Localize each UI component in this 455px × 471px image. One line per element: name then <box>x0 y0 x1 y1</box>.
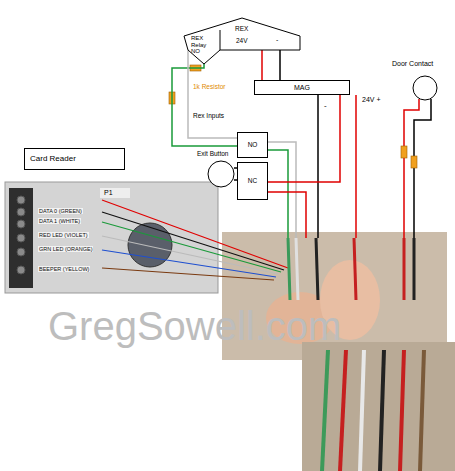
voltage-label: 24V + <box>362 96 381 104</box>
wiring <box>234 95 431 238</box>
watermark: GregSowell.com <box>48 304 341 348</box>
pin-label: DATA 1 (WHITE) <box>38 218 81 224</box>
card-reader-box: Card Reader <box>24 148 125 170</box>
pin-label: RED LED (VIOLET) <box>38 232 89 238</box>
nc-terminal: NC <box>237 162 268 200</box>
contact-circle <box>413 76 437 100</box>
polarity-label: - <box>324 102 327 111</box>
wire <box>188 50 237 138</box>
wire <box>172 64 237 146</box>
rex-outline <box>184 18 300 64</box>
node-text: NO <box>248 141 258 148</box>
node-text: Card Reader <box>30 155 76 164</box>
node-text: 24V <box>236 37 248 44</box>
wire <box>279 50 281 80</box>
rex-relay: REX REX Relay NO 24V - <box>184 18 302 66</box>
p1-sticker <box>100 188 130 198</box>
door-contact: Door Contact <box>388 58 440 102</box>
pin-label: BEEPER (YELLOW) <box>38 266 90 272</box>
divider <box>220 30 221 50</box>
resistor-symbol <box>169 65 417 168</box>
wire <box>268 95 340 182</box>
terminal-strip <box>9 188 33 288</box>
node-text: MAG <box>294 84 310 92</box>
pin-label: GRN LED (ORANGE) <box>38 246 93 252</box>
no-terminal: NO <box>237 132 268 158</box>
node-text: REX <box>235 25 248 32</box>
wire-bundle <box>322 350 424 471</box>
node-text: Door Contact <box>392 60 433 68</box>
node-text: Exit Button <box>197 150 228 157</box>
node-text: NC <box>248 177 257 184</box>
exit-button: Exit Button <box>196 150 240 188</box>
mag-lock: MAG <box>254 80 350 95</box>
wire-detail-photo <box>302 342 455 471</box>
terminal-screws <box>17 196 25 274</box>
button-circle <box>208 161 234 187</box>
note-label: Rex Inputs <box>193 112 224 119</box>
reader-wires <box>102 200 288 280</box>
wire <box>261 50 263 80</box>
connector-label: P1 <box>104 189 113 197</box>
resistor-label: 1k Resistor <box>193 83 226 90</box>
pin-label: DATA 0 (GREEN) <box>38 208 83 214</box>
node-text: REX Relay NO <box>191 35 215 55</box>
photo-wires <box>288 238 414 300</box>
node-text: - <box>276 36 278 44</box>
